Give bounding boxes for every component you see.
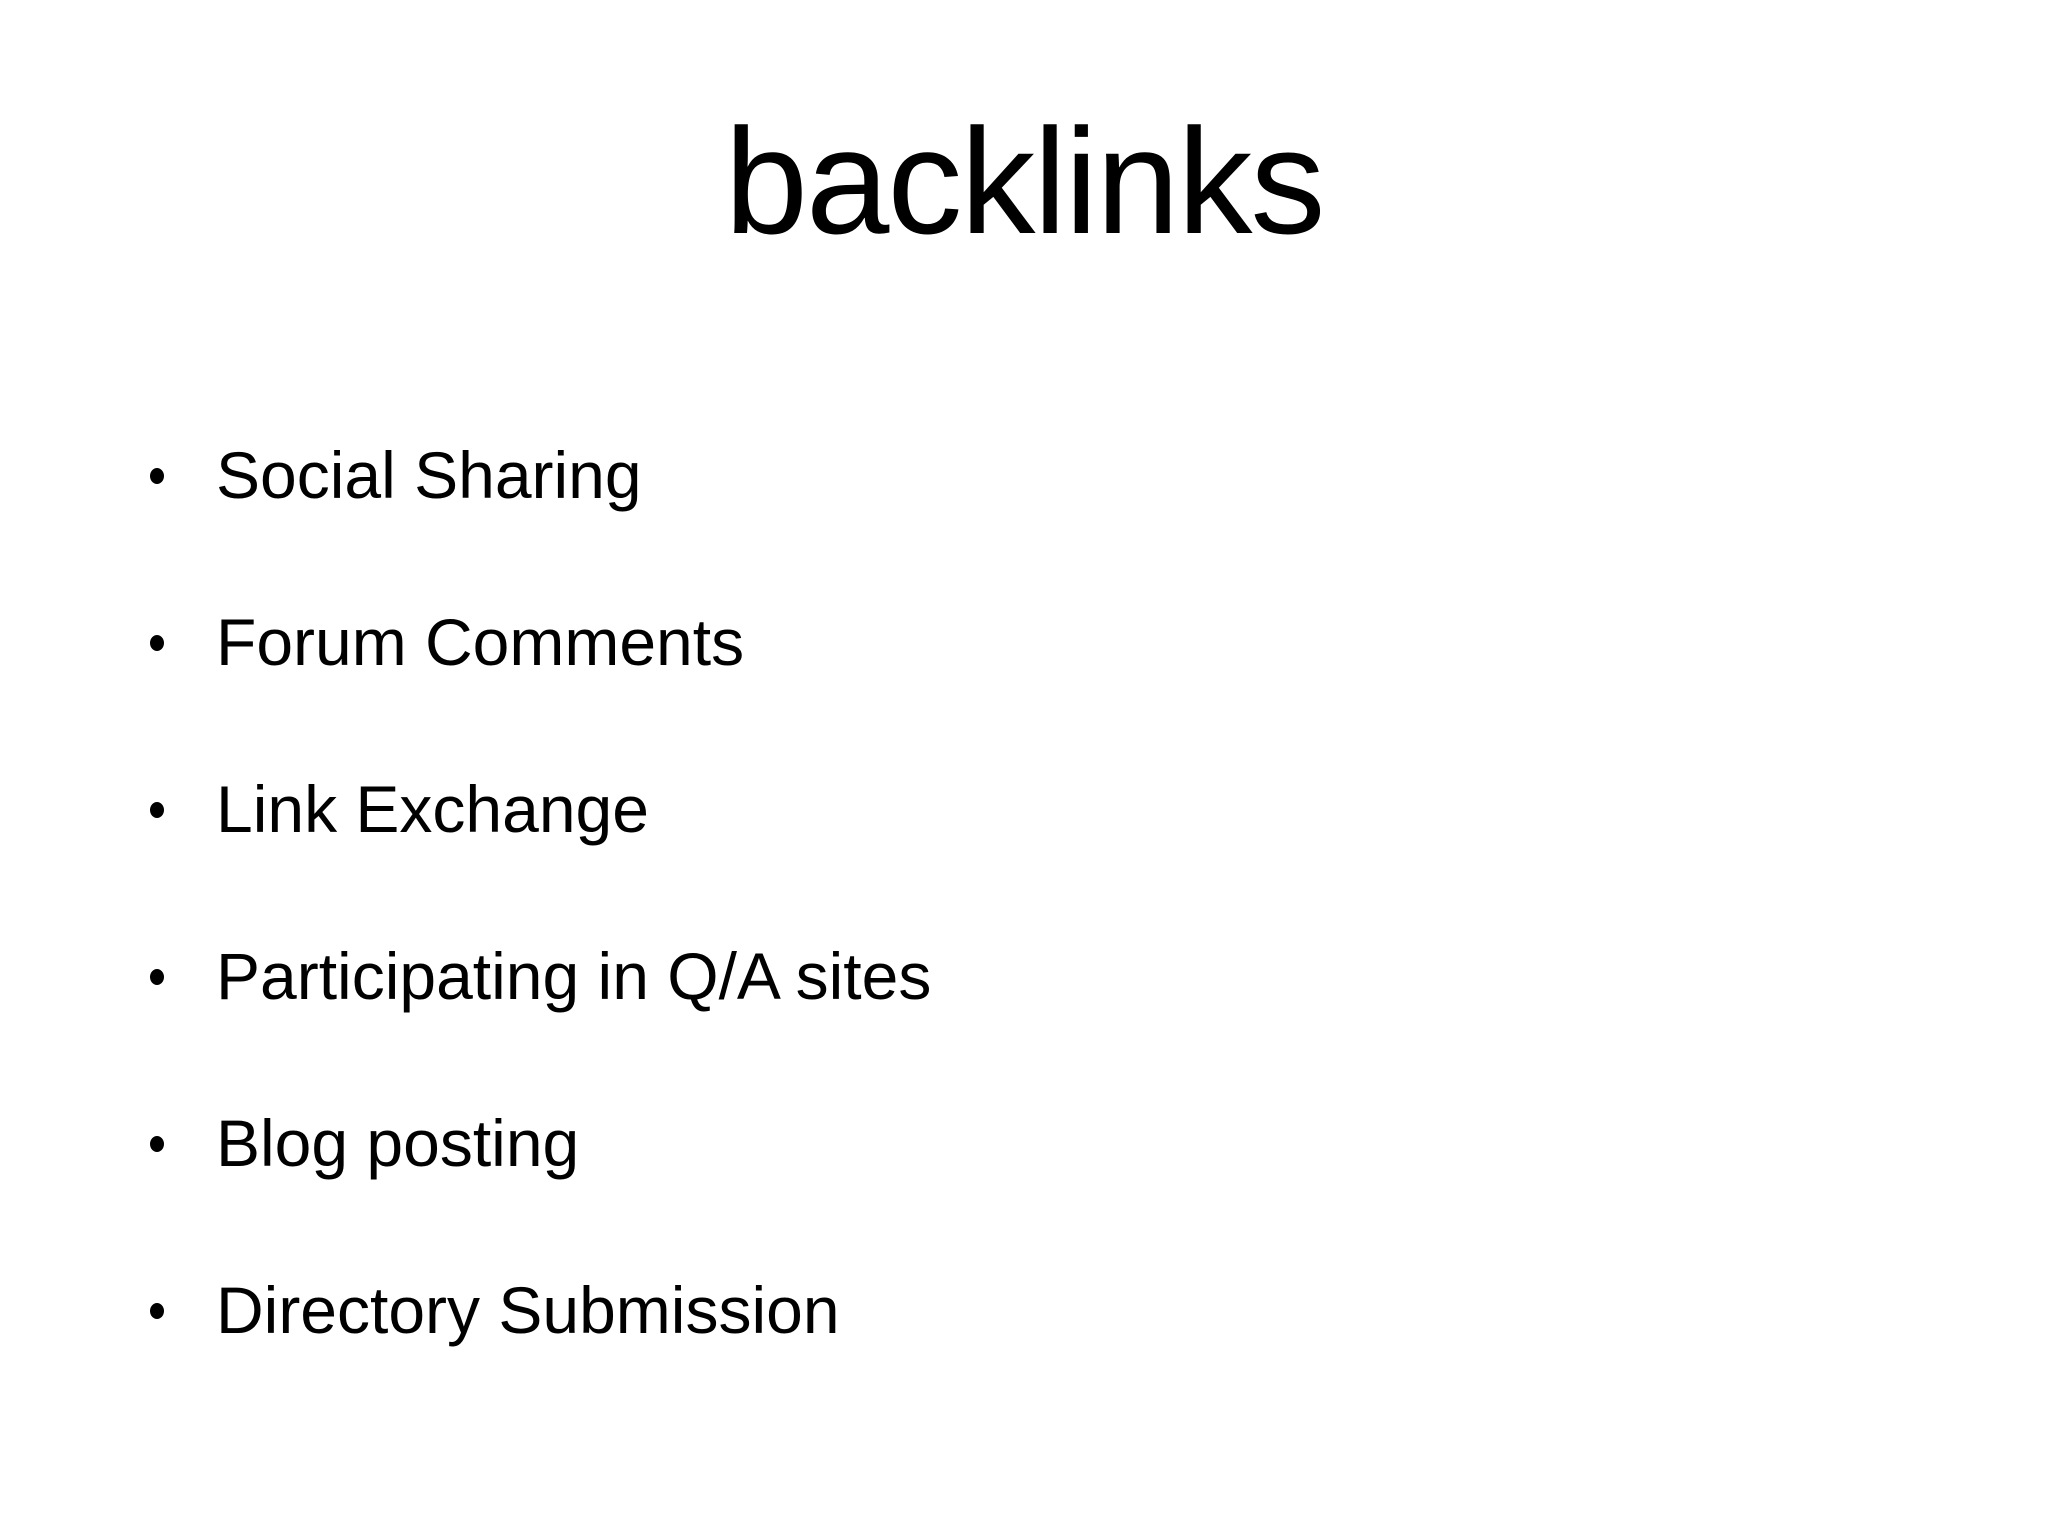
bullet-icon (150, 969, 164, 985)
bullet-icon (150, 1303, 164, 1319)
bullet-label-qa-sites: Participating in Q/A sites (216, 939, 932, 1014)
bullet-icon (150, 468, 164, 484)
bullet-label-social-sharing: Social Sharing (216, 438, 642, 513)
bullet-icon (150, 635, 164, 651)
list-item: Participating in Q/A sites (150, 894, 2048, 1061)
list-item: Social Sharing (150, 393, 2048, 560)
bullet-label-link-exchange: Link Exchange (216, 772, 649, 847)
bullet-label-directory-submission: Directory Submission (216, 1273, 840, 1348)
list-item: Directory Submission (150, 1228, 2048, 1395)
slide: backlinks Social Sharing Forum Comments … (0, 95, 2048, 1536)
list-item: Forum Comments (150, 560, 2048, 727)
bullet-icon (150, 802, 164, 818)
list-item: Blog posting (150, 1061, 2048, 1228)
bullet-label-blog-posting: Blog posting (216, 1106, 580, 1181)
bullet-icon (150, 1136, 164, 1152)
bullet-list: Social Sharing Forum Comments Link Excha… (150, 393, 2048, 1395)
slide-title: backlinks (724, 97, 1326, 265)
bullet-label-forum-comments: Forum Comments (216, 605, 745, 680)
list-item: Link Exchange (150, 727, 2048, 894)
